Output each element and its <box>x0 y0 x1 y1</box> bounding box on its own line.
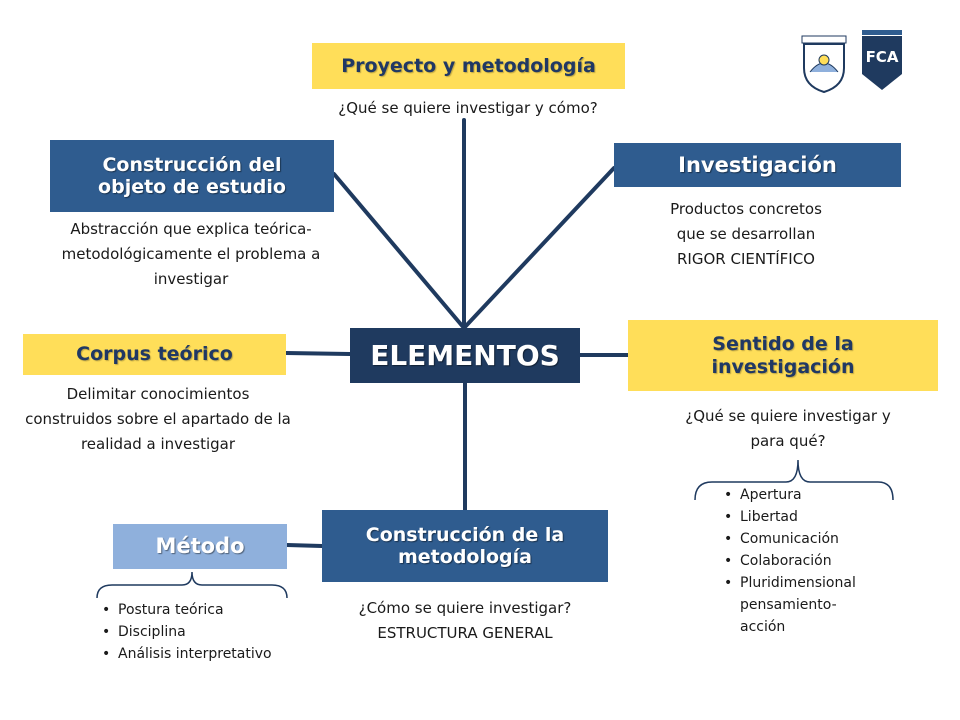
university-shield-logo <box>800 34 848 94</box>
node-construccion-objeto-label: Construcción del objeto de estudio <box>98 153 286 198</box>
node-corpus: Corpus teórico <box>23 334 286 375</box>
node-metodo-label: Método <box>155 534 245 559</box>
fca-logo-text: FCA <box>865 48 899 66</box>
line-construccion-objeto <box>332 172 466 330</box>
list-item: Libertad <box>722 506 872 528</box>
list-item: Disciplina <box>100 621 300 643</box>
metodo-list: Postura teórica Disciplina Análisis inte… <box>100 599 300 665</box>
sentido-list: Apertura Libertad Comunicación Colaborac… <box>722 484 872 638</box>
brace-metodo <box>96 571 288 599</box>
line-metodo <box>285 543 324 548</box>
node-construccion-objeto-note: Abstracción que explica teórica-metodoló… <box>61 220 321 288</box>
node-sentido-label: Sentido de la investigación <box>711 333 855 378</box>
list-item: Análisis interpretativo <box>100 643 300 665</box>
node-investigacion-note: Productos concretos que se desarrollan R… <box>670 200 822 268</box>
node-metodo: Método <box>113 524 287 569</box>
node-sentido-note: ¿Qué se quiere investigar y para qué? <box>685 407 891 450</box>
fca-shield-logo: FCA <box>860 28 904 92</box>
center-elementos: ELEMENTOS <box>350 328 580 383</box>
list-item: Comunicación <box>722 528 872 550</box>
node-proyecto: Proyecto y metodología <box>312 43 625 89</box>
node-investigacion: Investigación <box>614 143 901 187</box>
list-item: Pluridimensional pensamiento-acción <box>722 572 872 638</box>
node-investigacion-label: Investigación <box>678 152 837 177</box>
node-corpus-label: Corpus teórico <box>76 343 233 366</box>
node-proyecto-note: ¿Qué se quiere investigar y cómo? <box>338 99 598 117</box>
list-item: Colaboración <box>722 550 872 572</box>
line-investigacion <box>462 166 616 330</box>
node-proyecto-label: Proyecto y metodología <box>341 54 596 77</box>
node-construccion-metodologia-label: Construcción de la metodología <box>365 523 565 568</box>
node-construccion-metodologia: Construcción de la metodología <box>322 510 608 582</box>
line-corpus <box>284 351 352 356</box>
node-corpus-note: Delimitar conocimientos construidos sobr… <box>25 385 291 453</box>
node-construccion-objeto: Construcción del objeto de estudio <box>50 140 334 212</box>
node-sentido: Sentido de la investigación <box>628 320 938 391</box>
node-construccion-metodologia-note: ¿Cómo se quiere investigar? ESTRUCTURA G… <box>358 599 572 642</box>
center-elementos-label: ELEMENTOS <box>370 338 560 372</box>
list-item: Apertura <box>722 484 872 506</box>
brace-sentido <box>694 459 894 501</box>
list-item: Postura teórica <box>100 599 300 621</box>
